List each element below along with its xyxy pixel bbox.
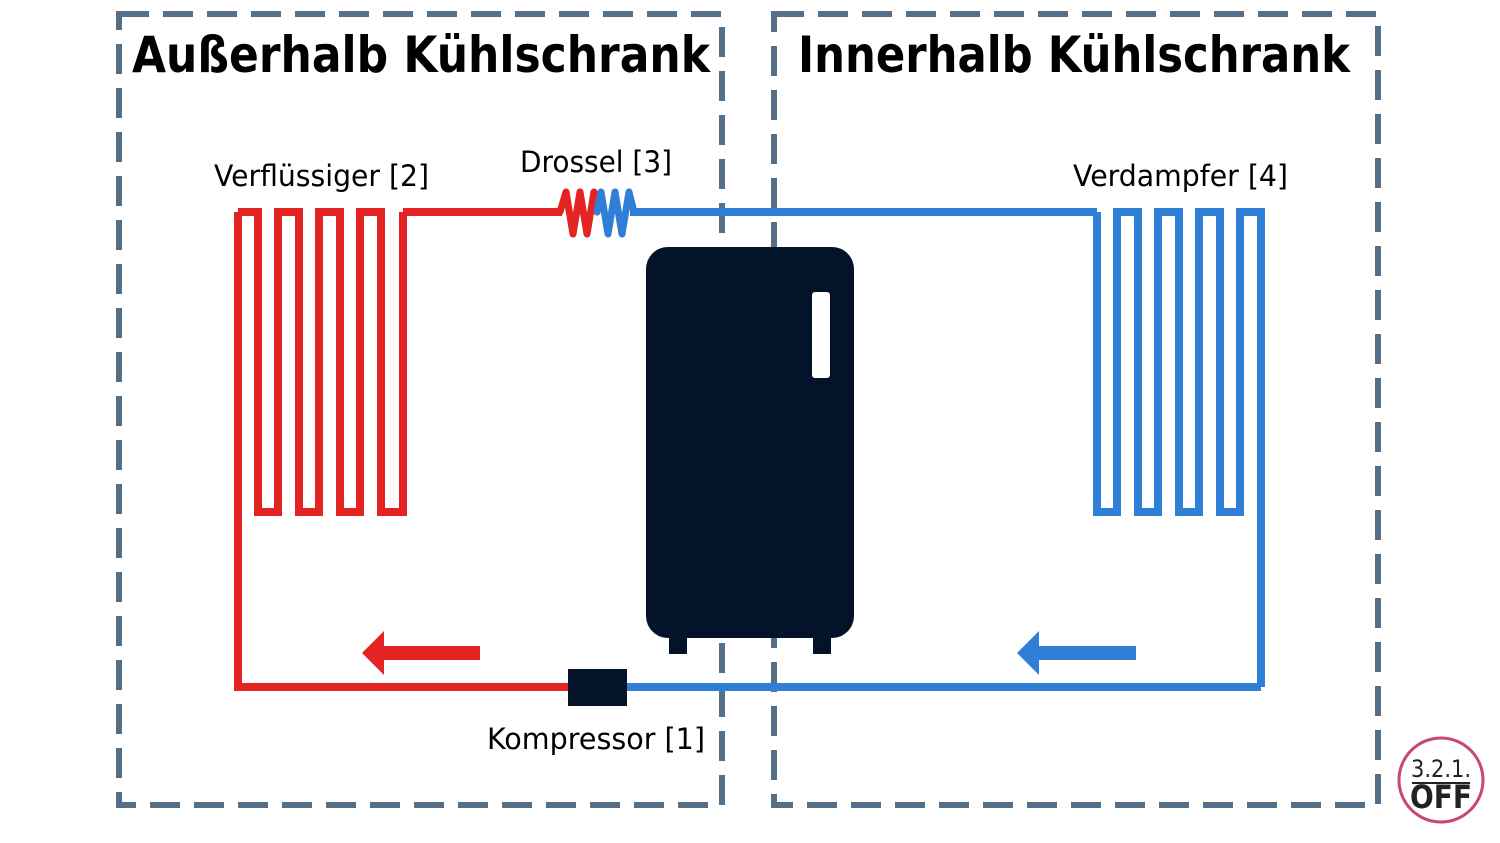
hot-circuit	[234, 208, 570, 691]
outside-zone-border	[116, 11, 725, 808]
logo-bottom-text: OFF	[1410, 778, 1472, 816]
inside-zone-title: Innerhalb Kühlschrank	[798, 26, 1352, 84]
compressor-label: Kompressor [1]	[487, 722, 705, 756]
throttle-icon	[556, 188, 638, 238]
cold-flow-arrow	[1017, 631, 1136, 675]
compressor-icon	[568, 669, 627, 706]
hot-pipe-bottom	[234, 212, 570, 691]
evaporator-coil	[1093, 208, 1265, 687]
cold-circuit	[626, 208, 1265, 691]
throttle-hot-part	[556, 188, 601, 238]
brand-logo: 3.2.1. OFF	[1397, 736, 1485, 824]
hot-flow-arrow	[362, 631, 480, 675]
condenser-coil	[238, 208, 407, 516]
evaporator-label: Verdampfer [4]	[1073, 159, 1288, 193]
throttle-label: Drossel [3]	[520, 145, 672, 179]
throttle-cold-part	[593, 188, 638, 238]
outside-zone-title: Außerhalb Kühlschrank	[132, 26, 712, 84]
refrigerator-icon	[646, 247, 854, 654]
refrigerator-handle	[812, 292, 830, 378]
condenser-label: Verflüssiger [2]	[214, 159, 429, 193]
logo-top-text: 3.2.1.	[1411, 755, 1471, 783]
